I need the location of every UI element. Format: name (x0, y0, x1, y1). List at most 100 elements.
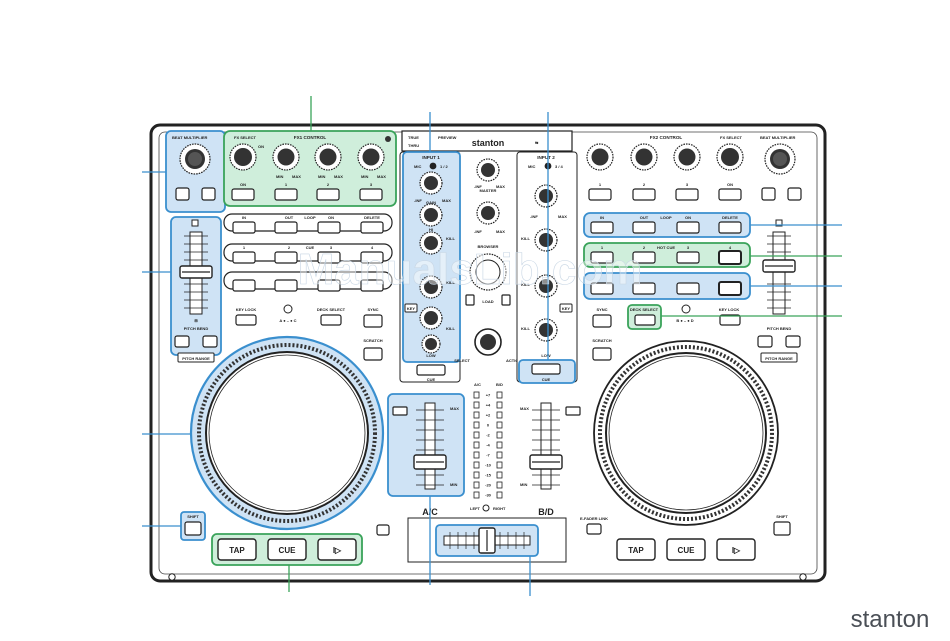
low-eq-knob-1[interactable] (419, 275, 443, 299)
gain-knob-2[interactable] (534, 184, 558, 208)
cue-4-button-left[interactable] (360, 251, 384, 264)
fx1-button-2[interactable] (316, 188, 340, 201)
jog-wheel-left[interactable] (189, 335, 385, 531)
fx1-button-1[interactable] (274, 188, 298, 201)
jog-wheel-right[interactable] (593, 340, 779, 526)
hot-cue-4-button[interactable] (718, 250, 742, 265)
scratch-left-button[interactable] (363, 347, 383, 361)
beat-multiplier-right-button-1[interactable] (761, 187, 776, 201)
pitch-bend-left-plus[interactable] (202, 335, 218, 348)
pitch-fader-left[interactable] (179, 231, 213, 315)
fx2-knob-1[interactable] (586, 143, 614, 171)
tap-button-right[interactable] (616, 538, 656, 561)
pad-1-button-right[interactable] (590, 282, 614, 295)
fx2-button-2[interactable] (632, 188, 656, 201)
play-button-right[interactable] (716, 538, 756, 561)
key-lock-left-button[interactable] (235, 314, 257, 326)
filter-knob-1[interactable] (419, 306, 443, 330)
fader-2-side-button[interactable] (565, 406, 581, 416)
fader-1-side-button[interactable] (392, 406, 408, 416)
hot-cue-1-button[interactable] (590, 251, 614, 264)
pad-1-button-left[interactable] (232, 279, 256, 292)
cue-button-right[interactable] (666, 538, 706, 561)
pitch-range-right-button[interactable] (760, 352, 798, 363)
pitch-bend-left-minus[interactable] (174, 335, 190, 348)
browser-encoder[interactable] (469, 253, 507, 291)
sync-left-button[interactable] (363, 314, 383, 328)
shift-left-button[interactable] (184, 521, 202, 536)
fx1-knob-3[interactable] (357, 143, 385, 171)
input-1-selector[interactable] (429, 162, 437, 170)
fx-select-knob-left[interactable] (229, 143, 257, 171)
beat-multiplier-right-button-2[interactable] (787, 187, 802, 201)
master-knob[interactable] (476, 158, 500, 182)
cue-2-mixer-button[interactable] (531, 363, 561, 375)
fx2-knob-2[interactable] (630, 143, 658, 171)
scratch-right-button[interactable] (592, 347, 612, 361)
loop-in-button-right[interactable] (590, 221, 614, 234)
deck-select-right-button[interactable] (634, 314, 656, 326)
fx1-knob-2[interactable] (314, 143, 342, 171)
cue-1-mixer-button[interactable] (416, 364, 446, 376)
pitch-bend-right-plus[interactable] (785, 335, 801, 348)
beat-multiplier-knob-right[interactable] (764, 143, 796, 175)
pitch-fader-right[interactable] (762, 231, 796, 315)
pad-2-button-right[interactable] (632, 282, 656, 295)
cue-1-button-left[interactable] (232, 251, 256, 264)
pad-4-button-left[interactable] (360, 279, 384, 292)
channel-fader-2[interactable] (529, 402, 563, 490)
e-fader-link-button[interactable] (586, 523, 602, 535)
pad-3-button-right[interactable] (676, 282, 700, 295)
load-right-button[interactable] (501, 294, 511, 306)
cue-2-button-left[interactable] (274, 251, 298, 264)
pad-2-button-left[interactable] (274, 279, 298, 292)
loop-delete-button-left[interactable] (360, 221, 384, 234)
pitch-bend-right-minus[interactable] (757, 335, 773, 348)
beat-multiplier-button-1[interactable] (175, 187, 190, 201)
play-button-left[interactable] (317, 538, 357, 561)
cue-button-left[interactable] (267, 538, 307, 561)
fx2-knob-3[interactable] (673, 143, 701, 171)
loop-in-button-left[interactable] (232, 221, 256, 234)
gain-knob-1[interactable] (419, 171, 443, 195)
beat-multiplier-knob[interactable] (179, 143, 211, 175)
key-2-button[interactable] (559, 303, 573, 313)
small-button-left-center[interactable] (376, 524, 390, 536)
fx1-knob-1[interactable] (272, 143, 300, 171)
mid-eq-knob-1[interactable] (419, 231, 443, 255)
hot-cue-3-button[interactable] (676, 251, 700, 264)
hot-cue-2-button[interactable] (632, 251, 656, 264)
fx2-button-3[interactable] (675, 188, 699, 201)
loop-out-button-right[interactable] (632, 221, 656, 234)
select-encoder[interactable] (474, 328, 502, 356)
loop-on-button-left[interactable] (317, 221, 341, 234)
shift-right-button[interactable] (773, 521, 791, 536)
pad-4-button-right[interactable] (718, 281, 742, 296)
low-knob-1-b[interactable] (421, 334, 441, 354)
fx1-button-3[interactable] (359, 188, 383, 201)
loop-delete-button-right[interactable] (718, 221, 742, 234)
cue-mix-knob[interactable] (476, 201, 500, 225)
pitch-range-left-button[interactable] (177, 352, 215, 363)
beat-multiplier-button-2[interactable] (201, 187, 216, 201)
loop-out-button-left[interactable] (274, 221, 298, 234)
sync-right-button[interactable] (592, 314, 612, 328)
key-lock-right-button[interactable] (719, 314, 741, 326)
key-1-button[interactable] (404, 303, 418, 313)
hi-eq-knob-1[interactable] (419, 203, 443, 227)
fx2-button-1[interactable] (588, 188, 612, 201)
hi-eq-knob-2[interactable] (534, 228, 558, 252)
pad-3-button-left[interactable] (317, 279, 341, 292)
fx-select-knob-right[interactable] (716, 143, 744, 171)
loop-on-button-right[interactable] (676, 221, 700, 234)
load-left-button[interactable] (465, 294, 475, 306)
mid-eq-knob-2[interactable] (534, 274, 558, 298)
fx1-on-button[interactable] (231, 188, 255, 201)
deck-select-left-button[interactable] (320, 314, 342, 326)
crossfader[interactable] (443, 527, 531, 554)
low-eq-knob-2[interactable] (534, 318, 558, 342)
tap-button-left[interactable] (217, 538, 257, 561)
channel-fader-1[interactable] (413, 402, 447, 490)
fx2-on-button[interactable] (718, 188, 742, 201)
cue-3-button-left[interactable] (317, 251, 341, 264)
